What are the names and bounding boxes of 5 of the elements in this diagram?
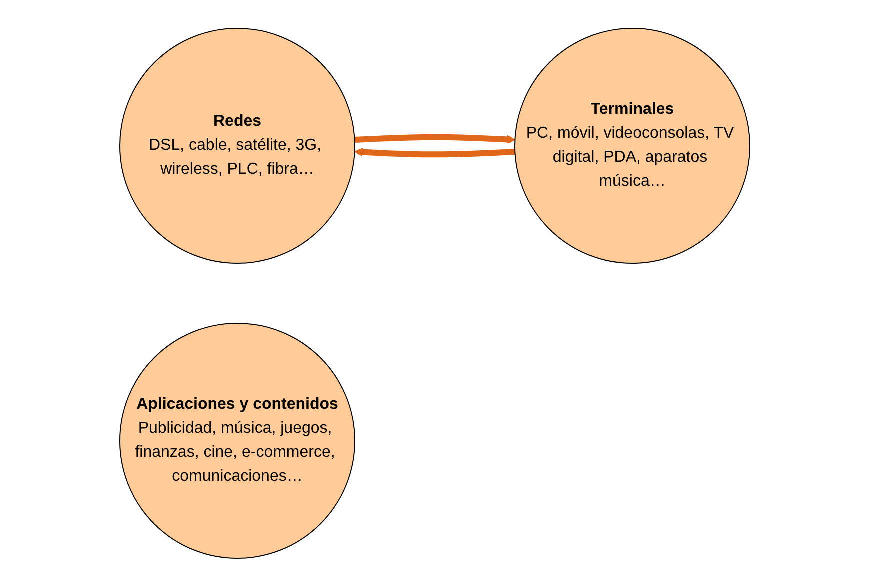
arrow bbox=[354, 148, 515, 158]
node-circle: Terminales PC, móvil, videoconsolas, TV digital, PDA, aparatos música… bbox=[514, 28, 750, 264]
arrow bbox=[354, 134, 516, 144]
node-circle: Aplicaciones y contenidos Publicidad, música, juegos, finanzas, cine, e-commerce, comunicaciones… bbox=[119, 323, 355, 559]
node-circle: Redes DSL, cable, satélite, 3G, wireless, PLC, fibra… bbox=[119, 28, 355, 264]
